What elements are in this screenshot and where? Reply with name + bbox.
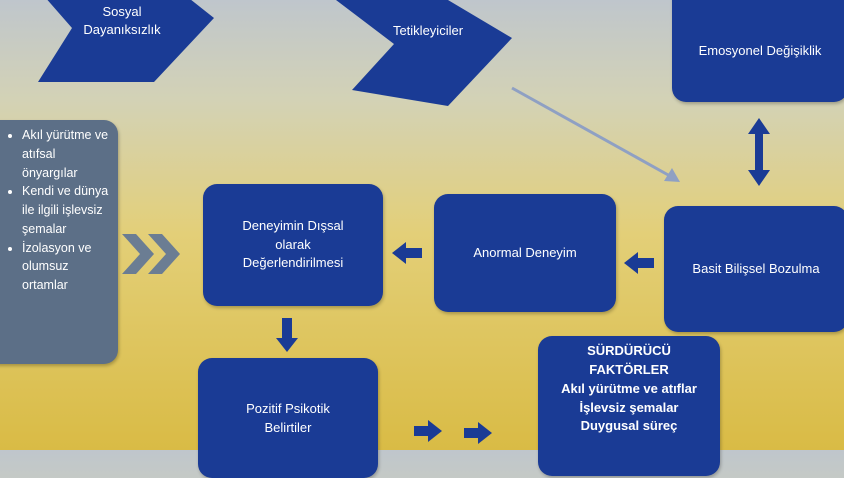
positive-symptoms-label: Pozitif Psikotik Belirtiler [246, 401, 330, 435]
abnormal-experience-box: Anormal Deneyim [434, 194, 616, 312]
cognitive-disruption-label: Basit Bilişsel Bozulma [692, 260, 820, 276]
abnormal-experience-label: Anormal Deneyim [473, 244, 577, 260]
sustaining-factor-item: Akıl yürütme ve atıflar [561, 380, 697, 396]
left-arrow-icon [392, 242, 422, 264]
social-resilience-chevron [38, 0, 214, 82]
sidebar-item: Akıl yürütme ve atıfsal önyargılar [22, 126, 110, 182]
social-resilience-label: Sosyal Dayanıksızlık [83, 4, 161, 38]
emotional-change-box: Emosyonel Değişiklik [672, 0, 844, 102]
external-evaluation-label: Deneyimin Dışsal olarak Değerlendirilmes… [242, 217, 344, 271]
diagonal-arrow-icon [511, 86, 680, 182]
predisposition-panel: Akıl yürütme ve atıfsal önyargılar Kendi… [0, 120, 118, 364]
double-arrow-icon [748, 118, 770, 186]
sidebar-item: Kendi ve dünya ile ilgili işlevsiz şemal… [22, 182, 110, 238]
right-arrow-icon [464, 422, 492, 444]
triggers-chevron [336, 0, 512, 106]
right-arrow-icon [414, 420, 442, 442]
emotional-change-label: Emosyonel Değişiklik [698, 42, 822, 58]
left-arrow-icon [624, 252, 654, 274]
sustaining-factors-title: SÜRDÜRÜCÜ FAKTÖRLER [587, 343, 671, 377]
sidebar-item: İzolasyon ve olumsuz ortamlar [22, 239, 110, 295]
triggers-label: Tetikleyiciler [392, 23, 464, 38]
sustaining-factor-item: İşlevsiz şemalar [579, 399, 679, 415]
down-arrow-icon [276, 318, 298, 352]
cognitive-disruption-box: Basit Bilişsel Bozulma [664, 206, 844, 332]
connector-layer [276, 86, 770, 444]
double-chevron-icon [122, 234, 180, 274]
sustaining-factor-item: Duygusal süreç [580, 418, 678, 434]
external-evaluation-box: Deneyimin Dışsal olarak Değerlendirilmes… [203, 184, 383, 306]
